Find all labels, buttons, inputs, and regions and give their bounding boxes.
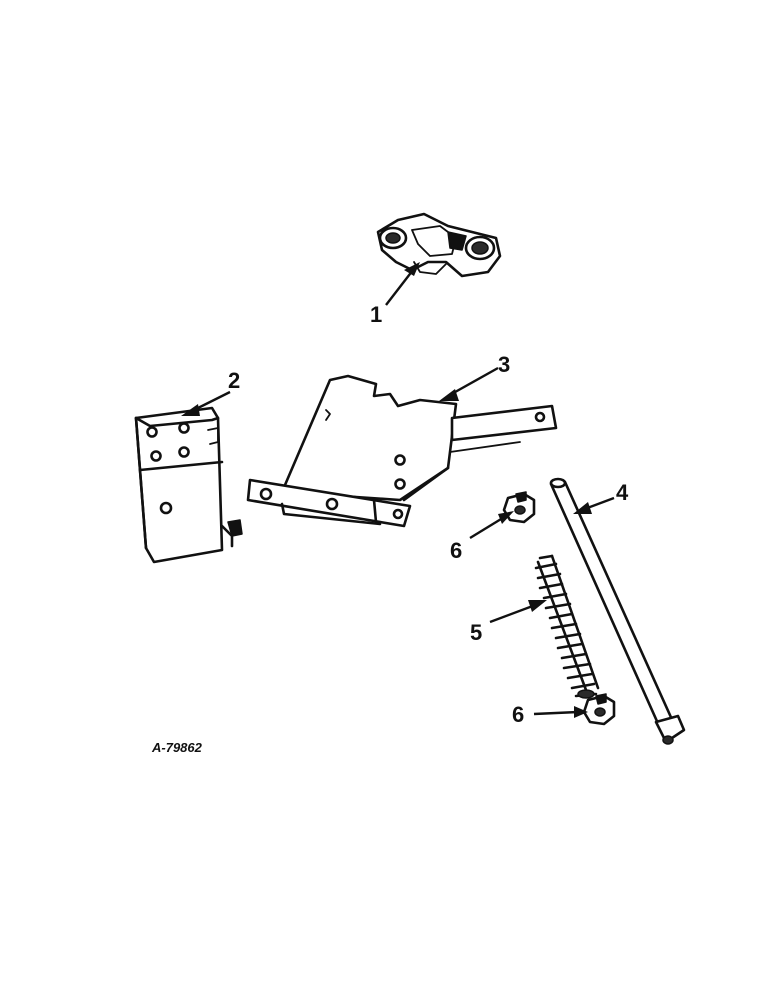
part-6-collar-lower	[582, 693, 616, 726]
callout-label-2: 2	[228, 368, 240, 393]
part-4-rod	[549, 477, 686, 745]
callout-label-6-upper: 6	[450, 538, 462, 563]
callout-label-3: 3	[498, 352, 510, 377]
callout-label-4: 4	[616, 480, 629, 505]
part-6-collar-upper	[502, 491, 536, 524]
figure-id: A-79862	[151, 740, 203, 755]
callout-1: 1	[370, 262, 420, 327]
part-2-mounting-plate	[134, 406, 243, 564]
part-5-spring	[534, 554, 600, 699]
part-1-bracket-casting	[376, 212, 502, 278]
callout-label-5: 5	[470, 620, 482, 645]
callout-2: 2	[181, 368, 240, 416]
callout-5: 5	[470, 600, 547, 645]
callout-4: 4	[573, 480, 629, 514]
callout-label-6-lower: 6	[512, 702, 524, 727]
callout-6-lower: 6	[512, 702, 588, 727]
callout-6-upper: 6	[450, 511, 514, 563]
callout-3: 3	[439, 352, 510, 401]
callout-label-1: 1	[370, 302, 382, 327]
part-3-support-frame	[246, 374, 558, 528]
